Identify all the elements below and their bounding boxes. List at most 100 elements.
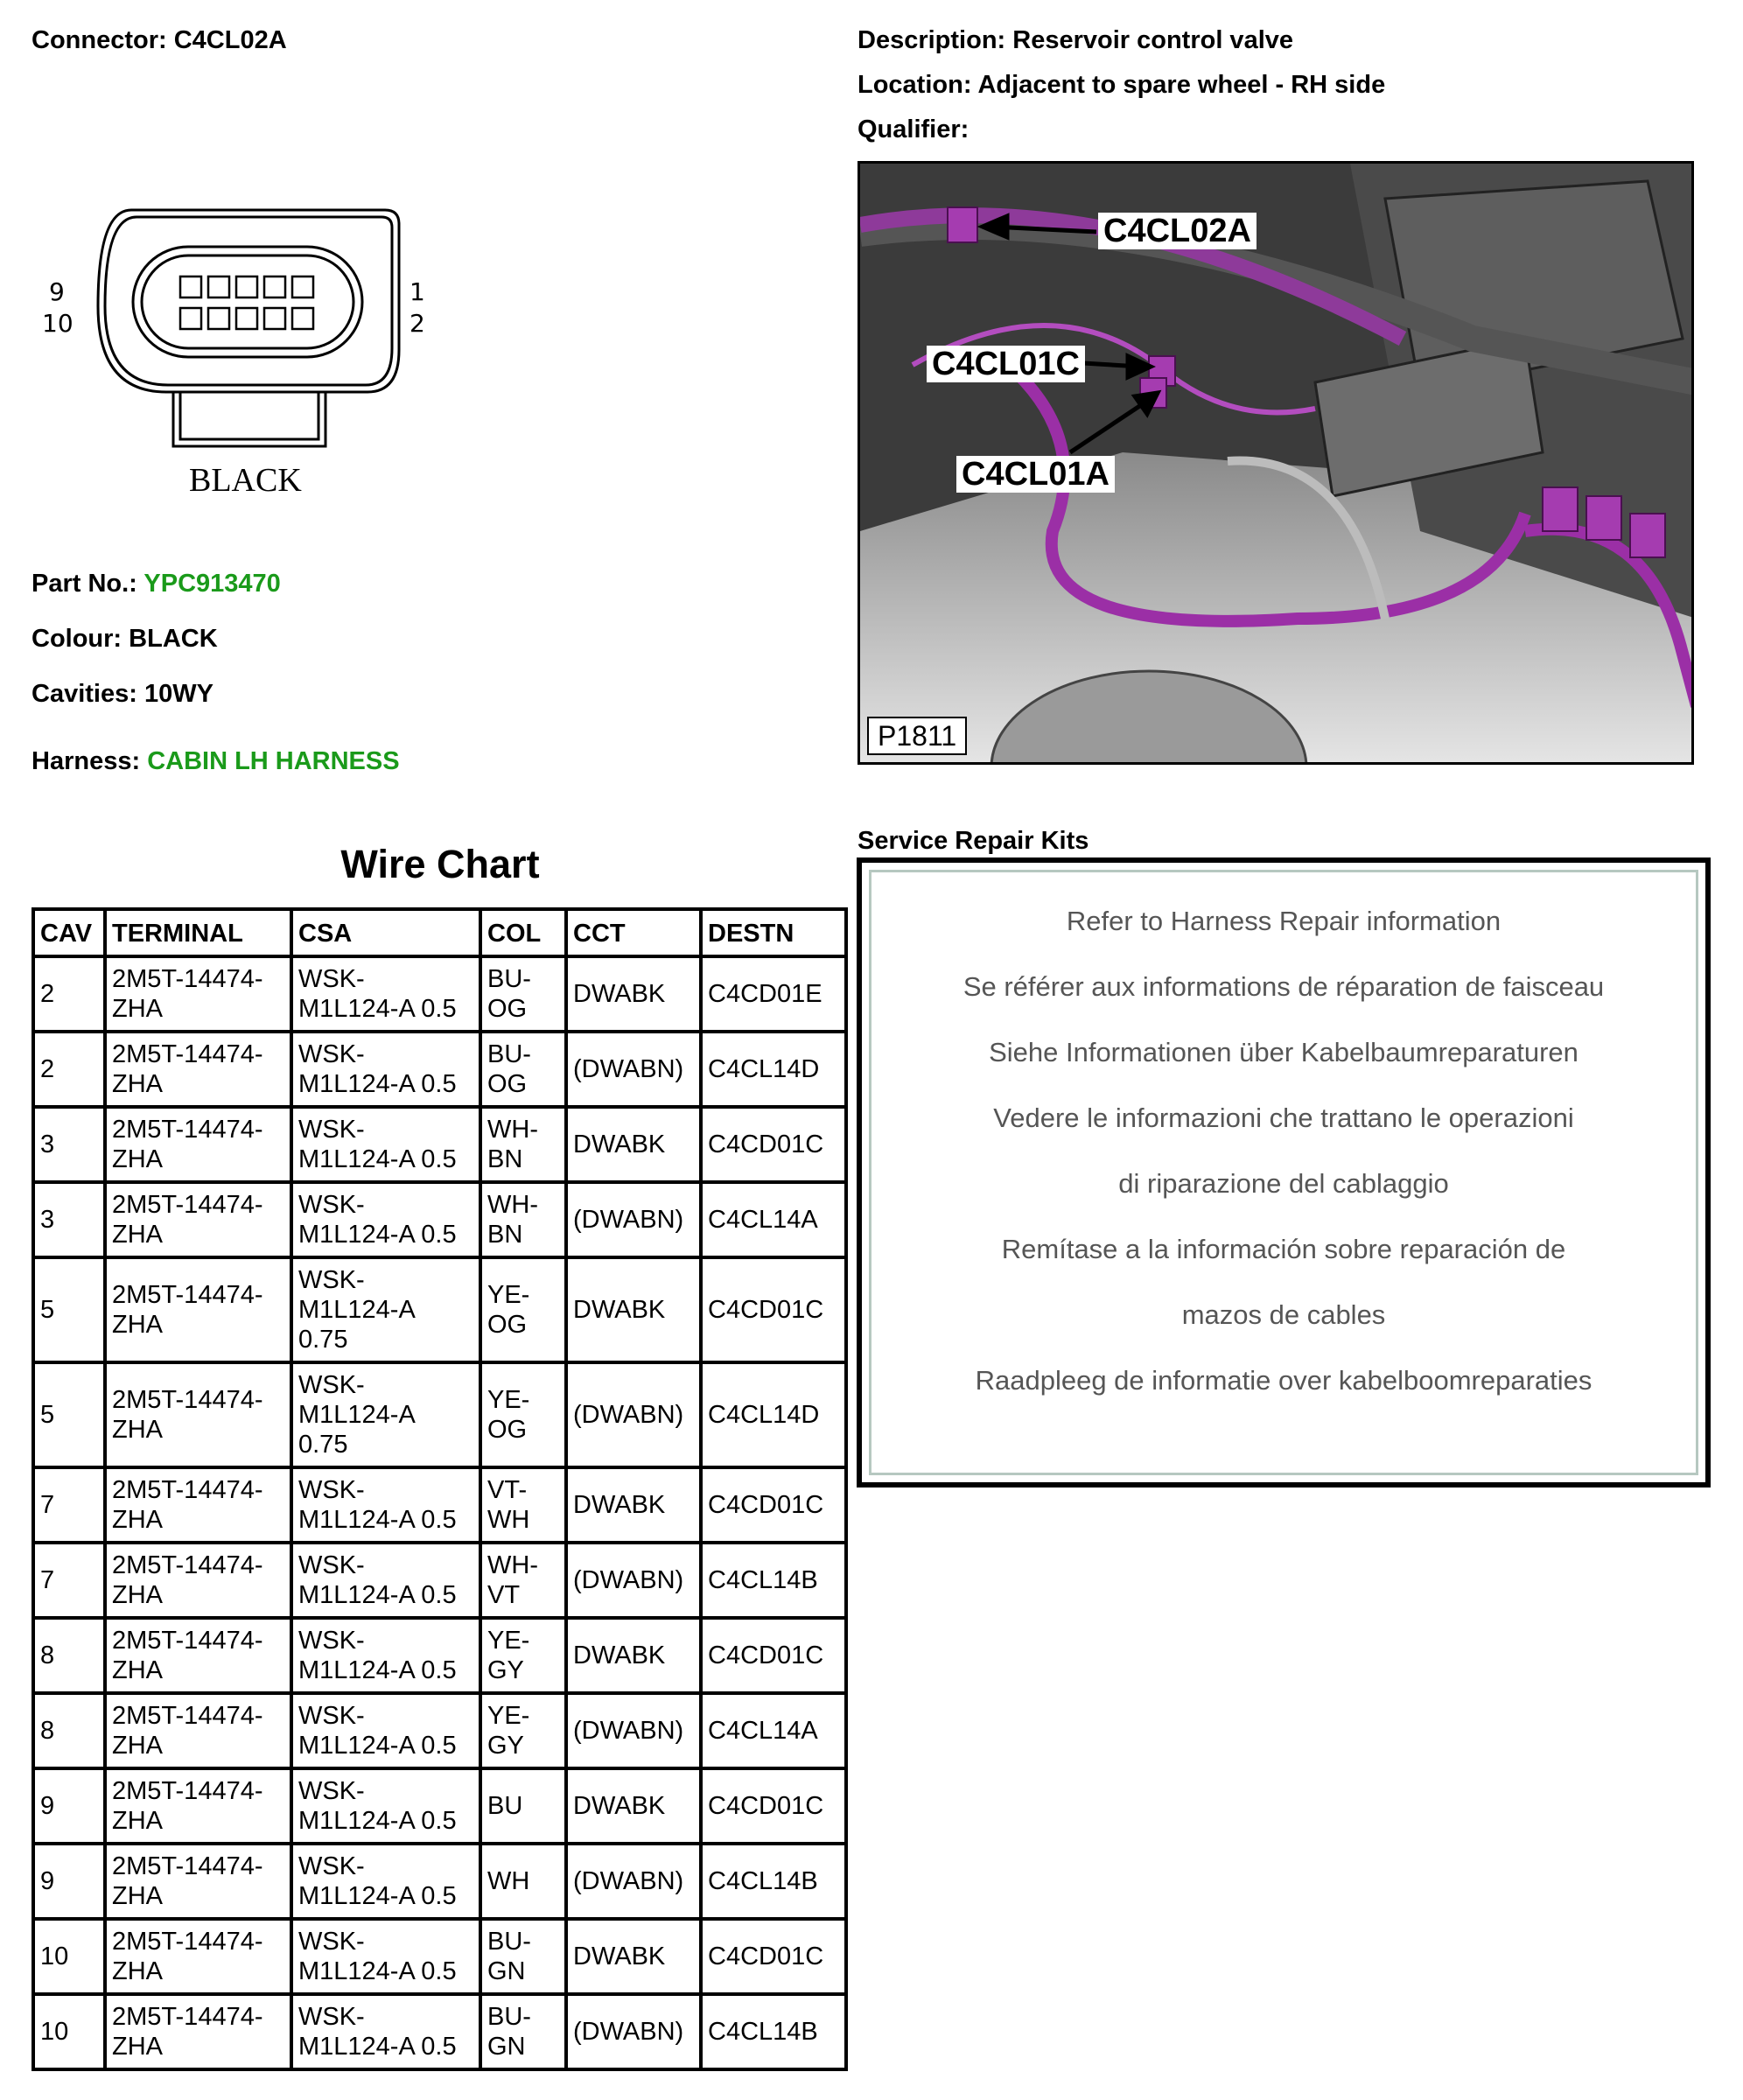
cell-cct: (DWABN) bbox=[564, 1992, 703, 2071]
cell-cct: DWABK bbox=[564, 1105, 703, 1184]
connector-label: Connector: bbox=[32, 26, 167, 54]
cell-col: BU- OG bbox=[479, 1030, 568, 1109]
cell-col: WH- BN bbox=[479, 1105, 568, 1184]
cell-terminal: 2M5T-14474- ZHA bbox=[103, 1992, 293, 2071]
cell-csa: WSK- M1L124-A 0.75 bbox=[290, 1256, 482, 1364]
cell-destn: C4CD01C bbox=[699, 1256, 848, 1364]
cell-cct: (DWABN) bbox=[564, 1691, 703, 1770]
repair-kit-line: di riparazione del cablaggio bbox=[1118, 1168, 1449, 1199]
cell-cct: (DWABN) bbox=[564, 1030, 703, 1109]
part-no-link[interactable]: YPC913470 bbox=[144, 570, 281, 598]
cell-destn: C4CL14B bbox=[699, 1541, 848, 1620]
pin-number-10: 10 bbox=[42, 309, 74, 338]
cell-col: YE- OG bbox=[479, 1361, 568, 1469]
cavities-line: Cavities: 10WY bbox=[32, 682, 214, 707]
cell-cav: 3 bbox=[32, 1105, 107, 1184]
cell-destn: C4CD01C bbox=[699, 1466, 848, 1544]
cell-col: WH- VT bbox=[479, 1541, 568, 1620]
cell-cav: 3 bbox=[32, 1180, 107, 1259]
description-label: Description: bbox=[858, 26, 1006, 54]
cell-terminal: 2M5T-14474- ZHA bbox=[103, 1180, 293, 1259]
cell-cav: 9 bbox=[32, 1767, 107, 1845]
cell-csa: WSK- M1L124-A 0.5 bbox=[290, 1767, 482, 1845]
cell-terminal: 2M5T-14474- ZHA bbox=[103, 1691, 293, 1770]
pin-number-1: 1 bbox=[410, 277, 425, 306]
cell-csa: WSK- M1L124-A 0.5 bbox=[290, 1105, 482, 1184]
cell-cct: (DWABN) bbox=[564, 1361, 703, 1469]
cell-terminal: 2M5T-14474- ZHA bbox=[103, 1030, 293, 1109]
col-header-cct: CCT bbox=[564, 907, 703, 958]
cell-terminal: 2M5T-14474- ZHA bbox=[103, 1361, 293, 1469]
cell-col: BU bbox=[479, 1767, 568, 1845]
cell-destn: C4CD01E bbox=[699, 955, 848, 1033]
cell-csa: WSK- M1L124-A 0.5 bbox=[290, 1917, 482, 1996]
cell-col: YE- GY bbox=[479, 1691, 568, 1770]
cell-cav: 8 bbox=[32, 1616, 107, 1695]
cell-col: YE- OG bbox=[479, 1256, 568, 1364]
cell-destn: C4CL14A bbox=[699, 1691, 848, 1770]
repair-kit-line: Siehe Informationen über Kabelbaumrepara… bbox=[989, 1037, 1578, 1068]
cell-destn: C4CD01C bbox=[699, 1767, 848, 1845]
cell-csa: WSK- M1L124-A 0.5 bbox=[290, 1992, 482, 2071]
repair-kits-title: Service Repair Kits bbox=[858, 827, 1089, 855]
cell-cct: DWABK bbox=[564, 1767, 703, 1845]
cell-csa: WSK- M1L124-A 0.5 bbox=[290, 1616, 482, 1695]
cell-col: YE- GY bbox=[479, 1616, 568, 1695]
harness-label: Harness: bbox=[32, 747, 141, 775]
cell-cct: (DWABN) bbox=[564, 1541, 703, 1620]
cell-destn: C4CL14D bbox=[699, 1030, 848, 1109]
cell-cct: (DWABN) bbox=[564, 1842, 703, 1921]
colour-value: BLACK bbox=[129, 625, 218, 653]
pin-number-9: 9 bbox=[49, 277, 65, 306]
harness-link[interactable]: CABIN LH HARNESS bbox=[147, 747, 400, 775]
location-label: Location: bbox=[858, 71, 972, 99]
col-header-terminal: TERMINAL bbox=[103, 907, 293, 958]
part-no-label: Part No.: bbox=[32, 570, 137, 598]
repair-kit-line: Vedere le informazioni che trattano le o… bbox=[993, 1102, 1574, 1133]
connector-outline-icon bbox=[96, 208, 401, 448]
photo-callout-c4cl02a: C4CL02A bbox=[1098, 213, 1256, 249]
col-header-csa: CSA bbox=[290, 907, 482, 958]
cell-csa: WSK- M1L124-A 0.75 bbox=[290, 1361, 482, 1469]
cell-destn: C4CD01C bbox=[699, 1616, 848, 1695]
location-photo: C4CL02A C4CL01C C4CL01A P1811 bbox=[858, 161, 1694, 765]
cell-cav: 10 bbox=[32, 1992, 107, 2071]
cell-destn: C4CL14B bbox=[699, 1842, 848, 1921]
cell-cav: 7 bbox=[32, 1466, 107, 1544]
cell-terminal: 2M5T-14474- ZHA bbox=[103, 1616, 293, 1695]
cell-cav: 5 bbox=[32, 1256, 107, 1364]
qualifier-label: Qualifier: bbox=[858, 116, 970, 144]
repair-kit-line: Se référer aux informations de réparatio… bbox=[962, 971, 1605, 1002]
description-value: Reservoir control valve bbox=[1012, 26, 1294, 54]
cell-cct: DWABK bbox=[564, 1616, 703, 1695]
cell-terminal: 2M5T-14474- ZHA bbox=[103, 1917, 293, 1996]
col-header-cav: CAV bbox=[32, 907, 107, 958]
connector-colour-caption: BLACK bbox=[189, 462, 302, 499]
location-line: Location: Adjacent to spare wheel - RH s… bbox=[858, 73, 1385, 98]
cell-cct: (DWABN) bbox=[564, 1180, 703, 1259]
cell-terminal: 2M5T-14474- ZHA bbox=[103, 1466, 293, 1544]
cell-cav: 7 bbox=[32, 1541, 107, 1620]
cell-csa: WSK- M1L124-A 0.5 bbox=[290, 955, 482, 1033]
cell-cav: 2 bbox=[32, 955, 107, 1033]
cell-cct: DWABK bbox=[564, 1256, 703, 1364]
repair-kits-inner-frame: Refer to Harness Repair information Se r… bbox=[869, 870, 1698, 1475]
wire-chart-header-row: CAV TERMINAL CSA COL CCT DESTN bbox=[32, 907, 848, 958]
cell-destn: C4CD01C bbox=[699, 1105, 848, 1184]
wire-chart-title: Wire Chart bbox=[340, 842, 540, 886]
pin-number-2: 2 bbox=[410, 309, 425, 338]
cell-col: BU- GN bbox=[479, 1992, 568, 2071]
harness-line: Harness: CABIN LH HARNESS bbox=[32, 749, 400, 774]
location-value: Adjacent to spare wheel - RH side bbox=[977, 71, 1386, 99]
cavities-label: Cavities: bbox=[32, 680, 137, 708]
cavities-value: 10WY bbox=[144, 680, 214, 708]
cell-col: BU- GN bbox=[479, 1917, 568, 1996]
cell-cct: DWABK bbox=[564, 1917, 703, 1996]
cell-csa: WSK- M1L124-A 0.5 bbox=[290, 1180, 482, 1259]
